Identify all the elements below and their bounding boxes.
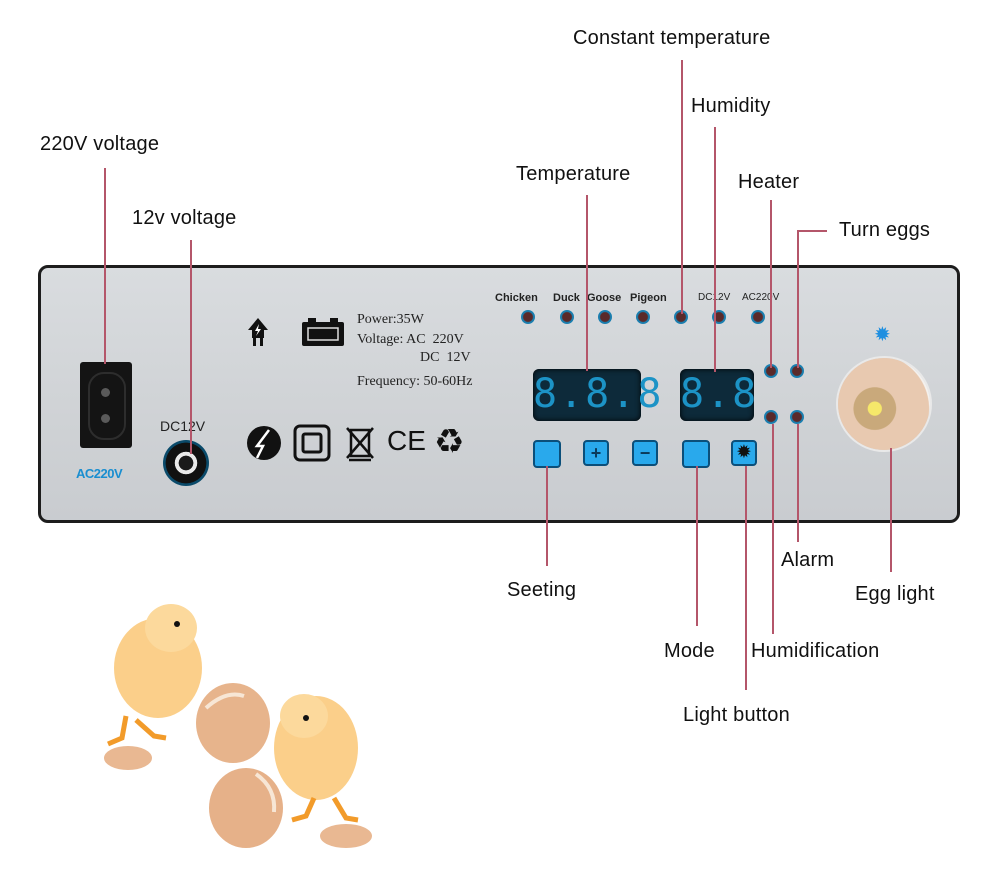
plus-button[interactable]: + <box>583 440 609 466</box>
eggshell <box>209 768 283 848</box>
callout-temperature: Temperature <box>516 163 631 185</box>
leader-turn-eggs <box>797 230 799 368</box>
callout-12v-voltage: 12v voltage <box>132 207 237 229</box>
callout-humidification: Humidification <box>751 640 880 662</box>
leader-alarm <box>797 424 799 542</box>
eggshell-fragment <box>104 746 152 770</box>
indicator-turn-eggs <box>790 364 804 378</box>
setting-button[interactable] <box>533 440 561 468</box>
leader-turn-eggs-h <box>797 230 827 232</box>
callout-constant-temperature: Constant temperature <box>573 27 771 49</box>
callout-egg-light: Egg light <box>855 583 935 605</box>
egg-light-indicator-icon: ✹ <box>874 324 891 346</box>
leader-mode <box>696 466 698 626</box>
mode-label-chicken: Chicken <box>495 292 538 304</box>
callout-seeting: Seeting <box>507 579 577 601</box>
callout-mode: Mode <box>664 640 715 662</box>
leader-constant-temperature <box>681 60 683 314</box>
socket-pin <box>101 414 110 423</box>
indicator-goose <box>598 310 612 324</box>
dc12v-label: DC12V <box>160 418 206 434</box>
plug-icon <box>248 318 268 346</box>
chick <box>274 694 359 823</box>
egg-candling-light[interactable] <box>838 358 930 450</box>
spec-voltage-ac: Voltage: AC 220V <box>357 332 464 347</box>
lightning-circle-icon <box>247 426 281 460</box>
indicator-heater <box>764 364 778 378</box>
humidity-display: 8.8 <box>680 369 759 421</box>
mode-label-pigeon: Pigeon <box>630 292 667 304</box>
light-button[interactable]: ✹ <box>731 440 757 466</box>
temperature-display: 8.8.8 <box>533 369 664 421</box>
callout-light-button: Light button <box>683 704 790 726</box>
chicks-and-eggshells-illustration <box>104 604 372 848</box>
recycle-icon: ♻ <box>434 422 465 462</box>
spec-power: Power:35W <box>357 312 424 327</box>
leader-light-button <box>745 466 747 690</box>
callout-220v-voltage: 220V voltage <box>40 133 160 155</box>
leader-12v <box>190 240 192 454</box>
spec-voltage-dc: DC 12V <box>420 350 471 365</box>
leader-seeting <box>546 466 548 566</box>
indicator-constant-temperature <box>674 310 688 324</box>
callout-turn-eggs: Turn eggs <box>839 219 931 241</box>
leader-humidification <box>772 424 774 634</box>
socket-pin <box>101 388 110 397</box>
leader-temperature <box>586 195 588 371</box>
mode-label-duck: Duck <box>553 292 580 304</box>
chick <box>107 604 202 747</box>
eggshell-fragment <box>320 824 372 848</box>
minus-button[interactable]: − <box>632 440 658 466</box>
spec-frequency: Frequency: 50-60Hz <box>357 374 473 389</box>
indicator-chicken <box>521 310 535 324</box>
socket-outline <box>88 372 126 440</box>
callout-humidity: Humidity <box>691 95 771 117</box>
ac220v-label: AC220V <box>76 466 123 481</box>
battery-icon <box>302 318 344 346</box>
indicator-duck <box>560 310 574 324</box>
weee-bin-icon <box>346 427 374 462</box>
mode-label-goose: Goose <box>587 292 622 304</box>
mode-button[interactable] <box>682 440 710 468</box>
indicator-pigeon <box>636 310 650 324</box>
double-insulation-icon <box>293 424 331 462</box>
callout-alarm: Alarm <box>781 549 835 571</box>
callout-heater: Heater <box>738 171 800 193</box>
humidity-value: 8.8 <box>680 371 759 417</box>
ce-mark-icon: CE <box>387 425 426 456</box>
temperature-value: 8.8.8 <box>533 371 664 417</box>
leader-heater <box>770 200 772 368</box>
dc-power-jack[interactable] <box>163 440 209 486</box>
indicator-alarm <box>790 410 804 424</box>
indicator-ac220v <box>751 310 765 324</box>
indicator-humidification <box>764 410 778 424</box>
power-label-ac220v: AC220V <box>742 292 780 303</box>
leader-humidity <box>714 127 716 372</box>
leader-egg-light <box>890 448 892 572</box>
eggshell <box>196 683 270 763</box>
ac-power-socket[interactable] <box>80 362 132 448</box>
leader-220v <box>104 168 106 364</box>
